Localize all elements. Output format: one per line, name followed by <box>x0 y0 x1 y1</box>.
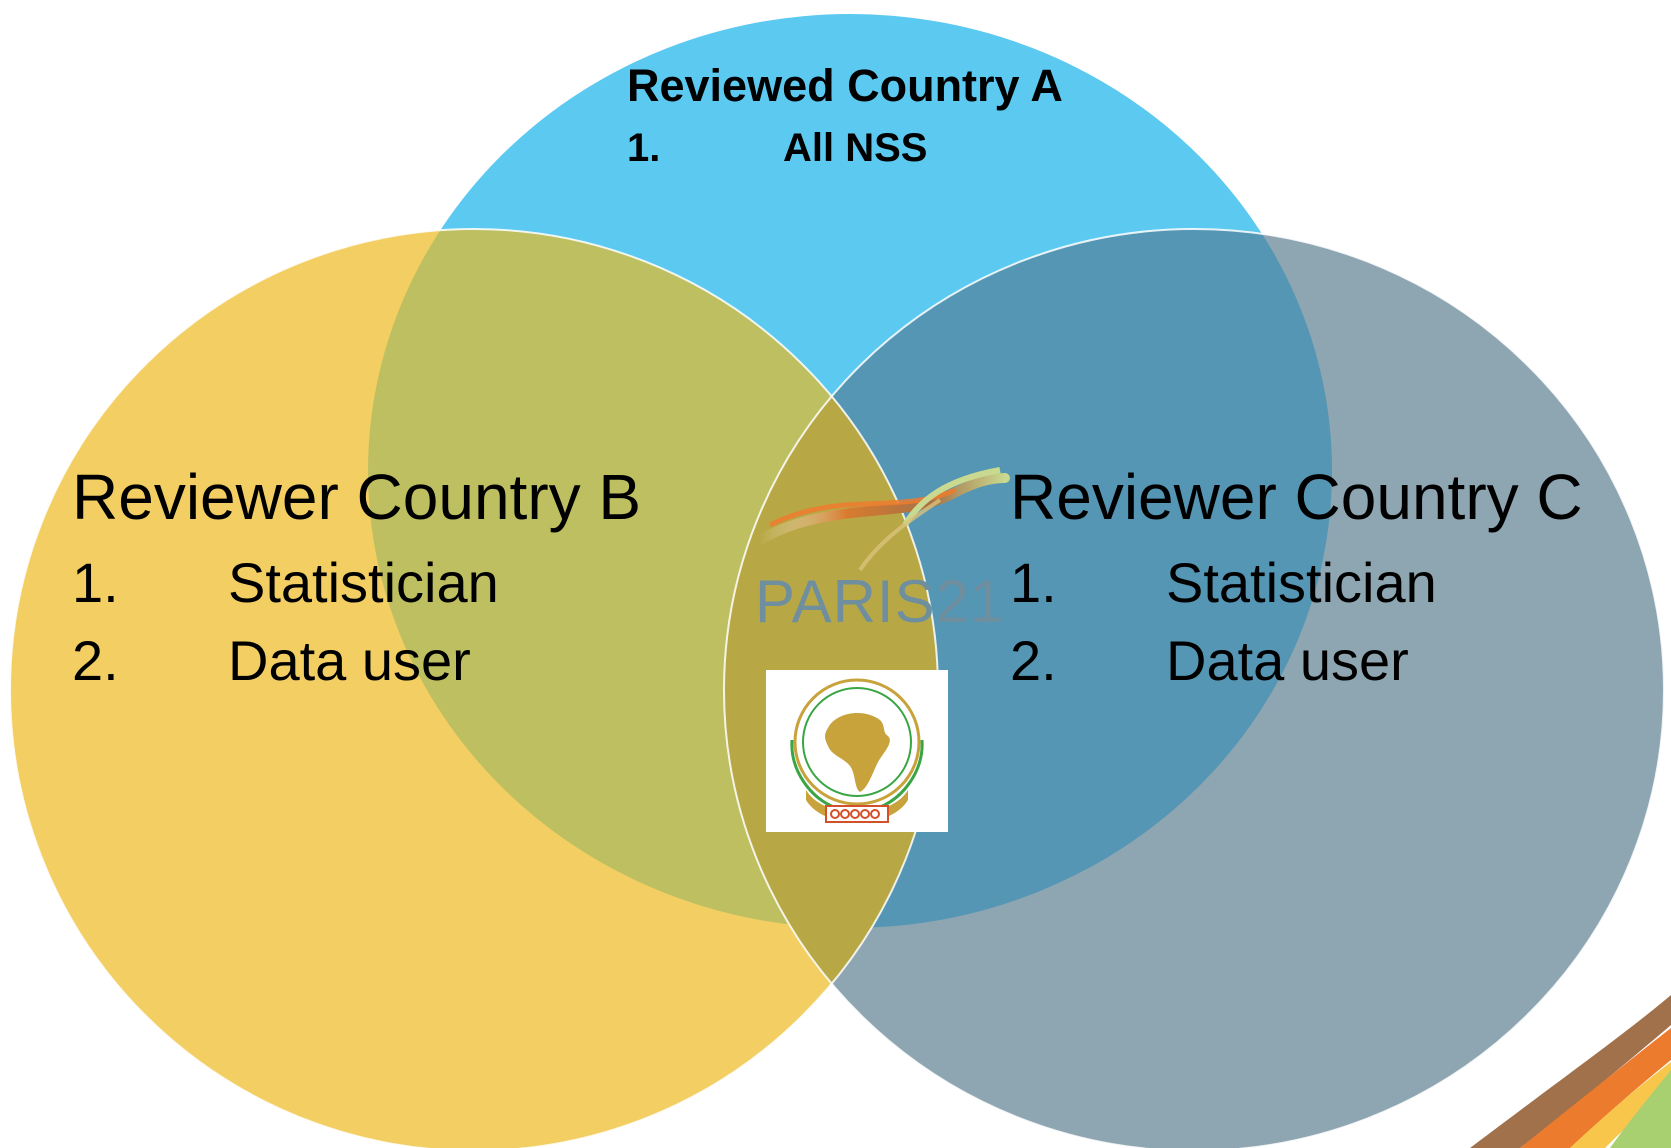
circle-b-item-2: 2. Data user <box>72 628 471 693</box>
circle-c-item-1: 1. Statistician <box>1010 550 1437 615</box>
corner-swoosh-icon <box>1470 995 1671 1148</box>
circle-b-item-2-text: Data user <box>228 629 471 692</box>
circle-b-item-1-text: Statistician <box>228 551 499 614</box>
circle-a-item-1-text: All NSS <box>783 126 928 170</box>
circle-a-item-1-number: 1. <box>627 126 661 170</box>
circle-c-item-1-number: 1. <box>1010 551 1057 614</box>
paris21-logo: PARIS21 <box>755 568 1005 635</box>
circle-c-item-2-text: Data user <box>1166 629 1409 692</box>
circle-c-item-2-number: 2. <box>1010 629 1057 692</box>
circle-c-item-2: 2. Data user <box>1010 628 1409 693</box>
circle-b-item-1: 1. Statistician <box>72 550 499 615</box>
african-union-emblem-icon <box>766 670 948 832</box>
circle-b-item-1-number: 1. <box>72 551 119 614</box>
circle-c-title: Reviewer Country C <box>1010 461 1583 533</box>
ribbon-swoosh-icon <box>755 467 1010 572</box>
circle-c-item-1-text: Statistician <box>1166 551 1437 614</box>
circle-a-title: Reviewed Country A <box>627 60 1063 111</box>
circle-b-item-2-number: 2. <box>72 629 119 692</box>
circle-a-item-1: 1. All NSS <box>627 126 927 171</box>
circle-b-title: Reviewer Country B <box>72 461 642 533</box>
